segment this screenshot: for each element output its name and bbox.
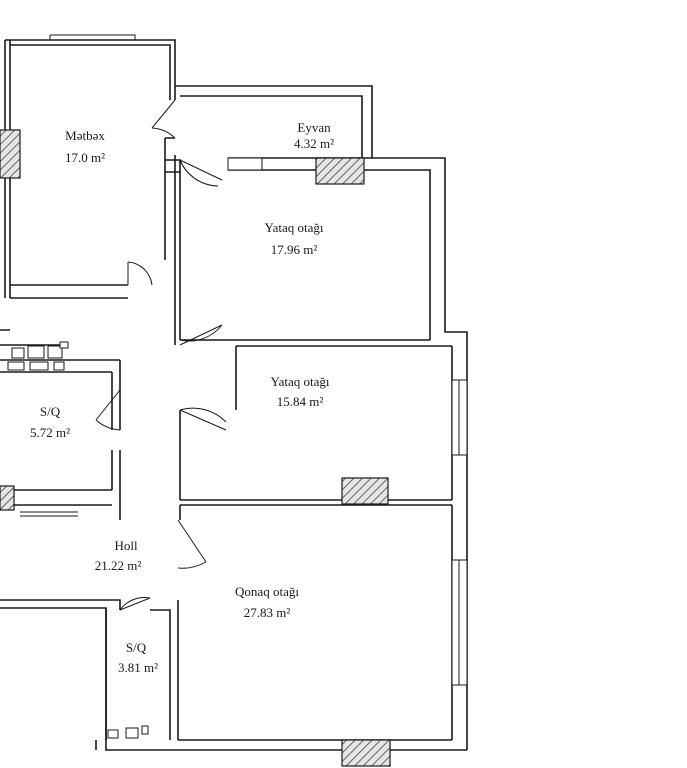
- room-bath2-area: 3.81 m²: [118, 660, 158, 675]
- doors: [95, 99, 227, 611]
- room-bedroom2-name: Yataq otağı: [271, 374, 330, 389]
- bath1-fixtures: [7, 341, 69, 371]
- room-bath1: S/Q 5.72 m²: [30, 404, 70, 440]
- room-bedroom1-area: 17.96 m²: [271, 242, 318, 257]
- bath2-fixtures: [107, 725, 149, 739]
- room-living-area: 27.83 m²: [244, 605, 291, 620]
- room-bath2: S/Q 3.81 m²: [118, 640, 158, 675]
- room-bedroom2: Yataq otağı 15.84 m²: [271, 374, 330, 409]
- room-bath1-name: S/Q: [40, 404, 61, 419]
- room-balcony-area: 4.32 m²: [294, 136, 334, 151]
- walls: [0, 34, 468, 751]
- room-bath1-area: 5.72 m²: [30, 425, 70, 440]
- shaft-kitchen: [0, 129, 21, 179]
- room-hall: Holl 21.22 m²: [95, 538, 142, 573]
- room-kitchen: Mətbəx 17.0 m²: [65, 128, 105, 165]
- shaft-living: [341, 739, 391, 767]
- room-bedroom1: Yataq otağı 17.96 m²: [265, 220, 324, 257]
- room-kitchen-area: 17.0 m²: [65, 150, 105, 165]
- shaft-bath1: [0, 485, 15, 511]
- shaft-balcony: [315, 157, 365, 185]
- room-hall-area: 21.22 m²: [95, 558, 142, 573]
- room-kitchen-name: Mətbəx: [65, 128, 105, 143]
- room-balcony-name: Eyvan: [297, 120, 331, 135]
- room-living: Qonaq otağı 27.83 m²: [235, 584, 299, 620]
- shaft-bedroom2: [341, 477, 389, 505]
- room-bath2-name: S/Q: [126, 640, 147, 655]
- shafts: [0, 129, 391, 767]
- windows: [227, 157, 468, 686]
- room-bedroom1-name: Yataq otağı: [265, 220, 324, 235]
- room-bedroom2-area: 15.84 m²: [277, 394, 324, 409]
- window-bedroom1: [227, 157, 263, 171]
- room-living-name: Qonaq otağı: [235, 584, 299, 599]
- room-balcony: Eyvan 4.32 m²: [294, 120, 334, 151]
- room-hall-name: Holl: [114, 538, 138, 553]
